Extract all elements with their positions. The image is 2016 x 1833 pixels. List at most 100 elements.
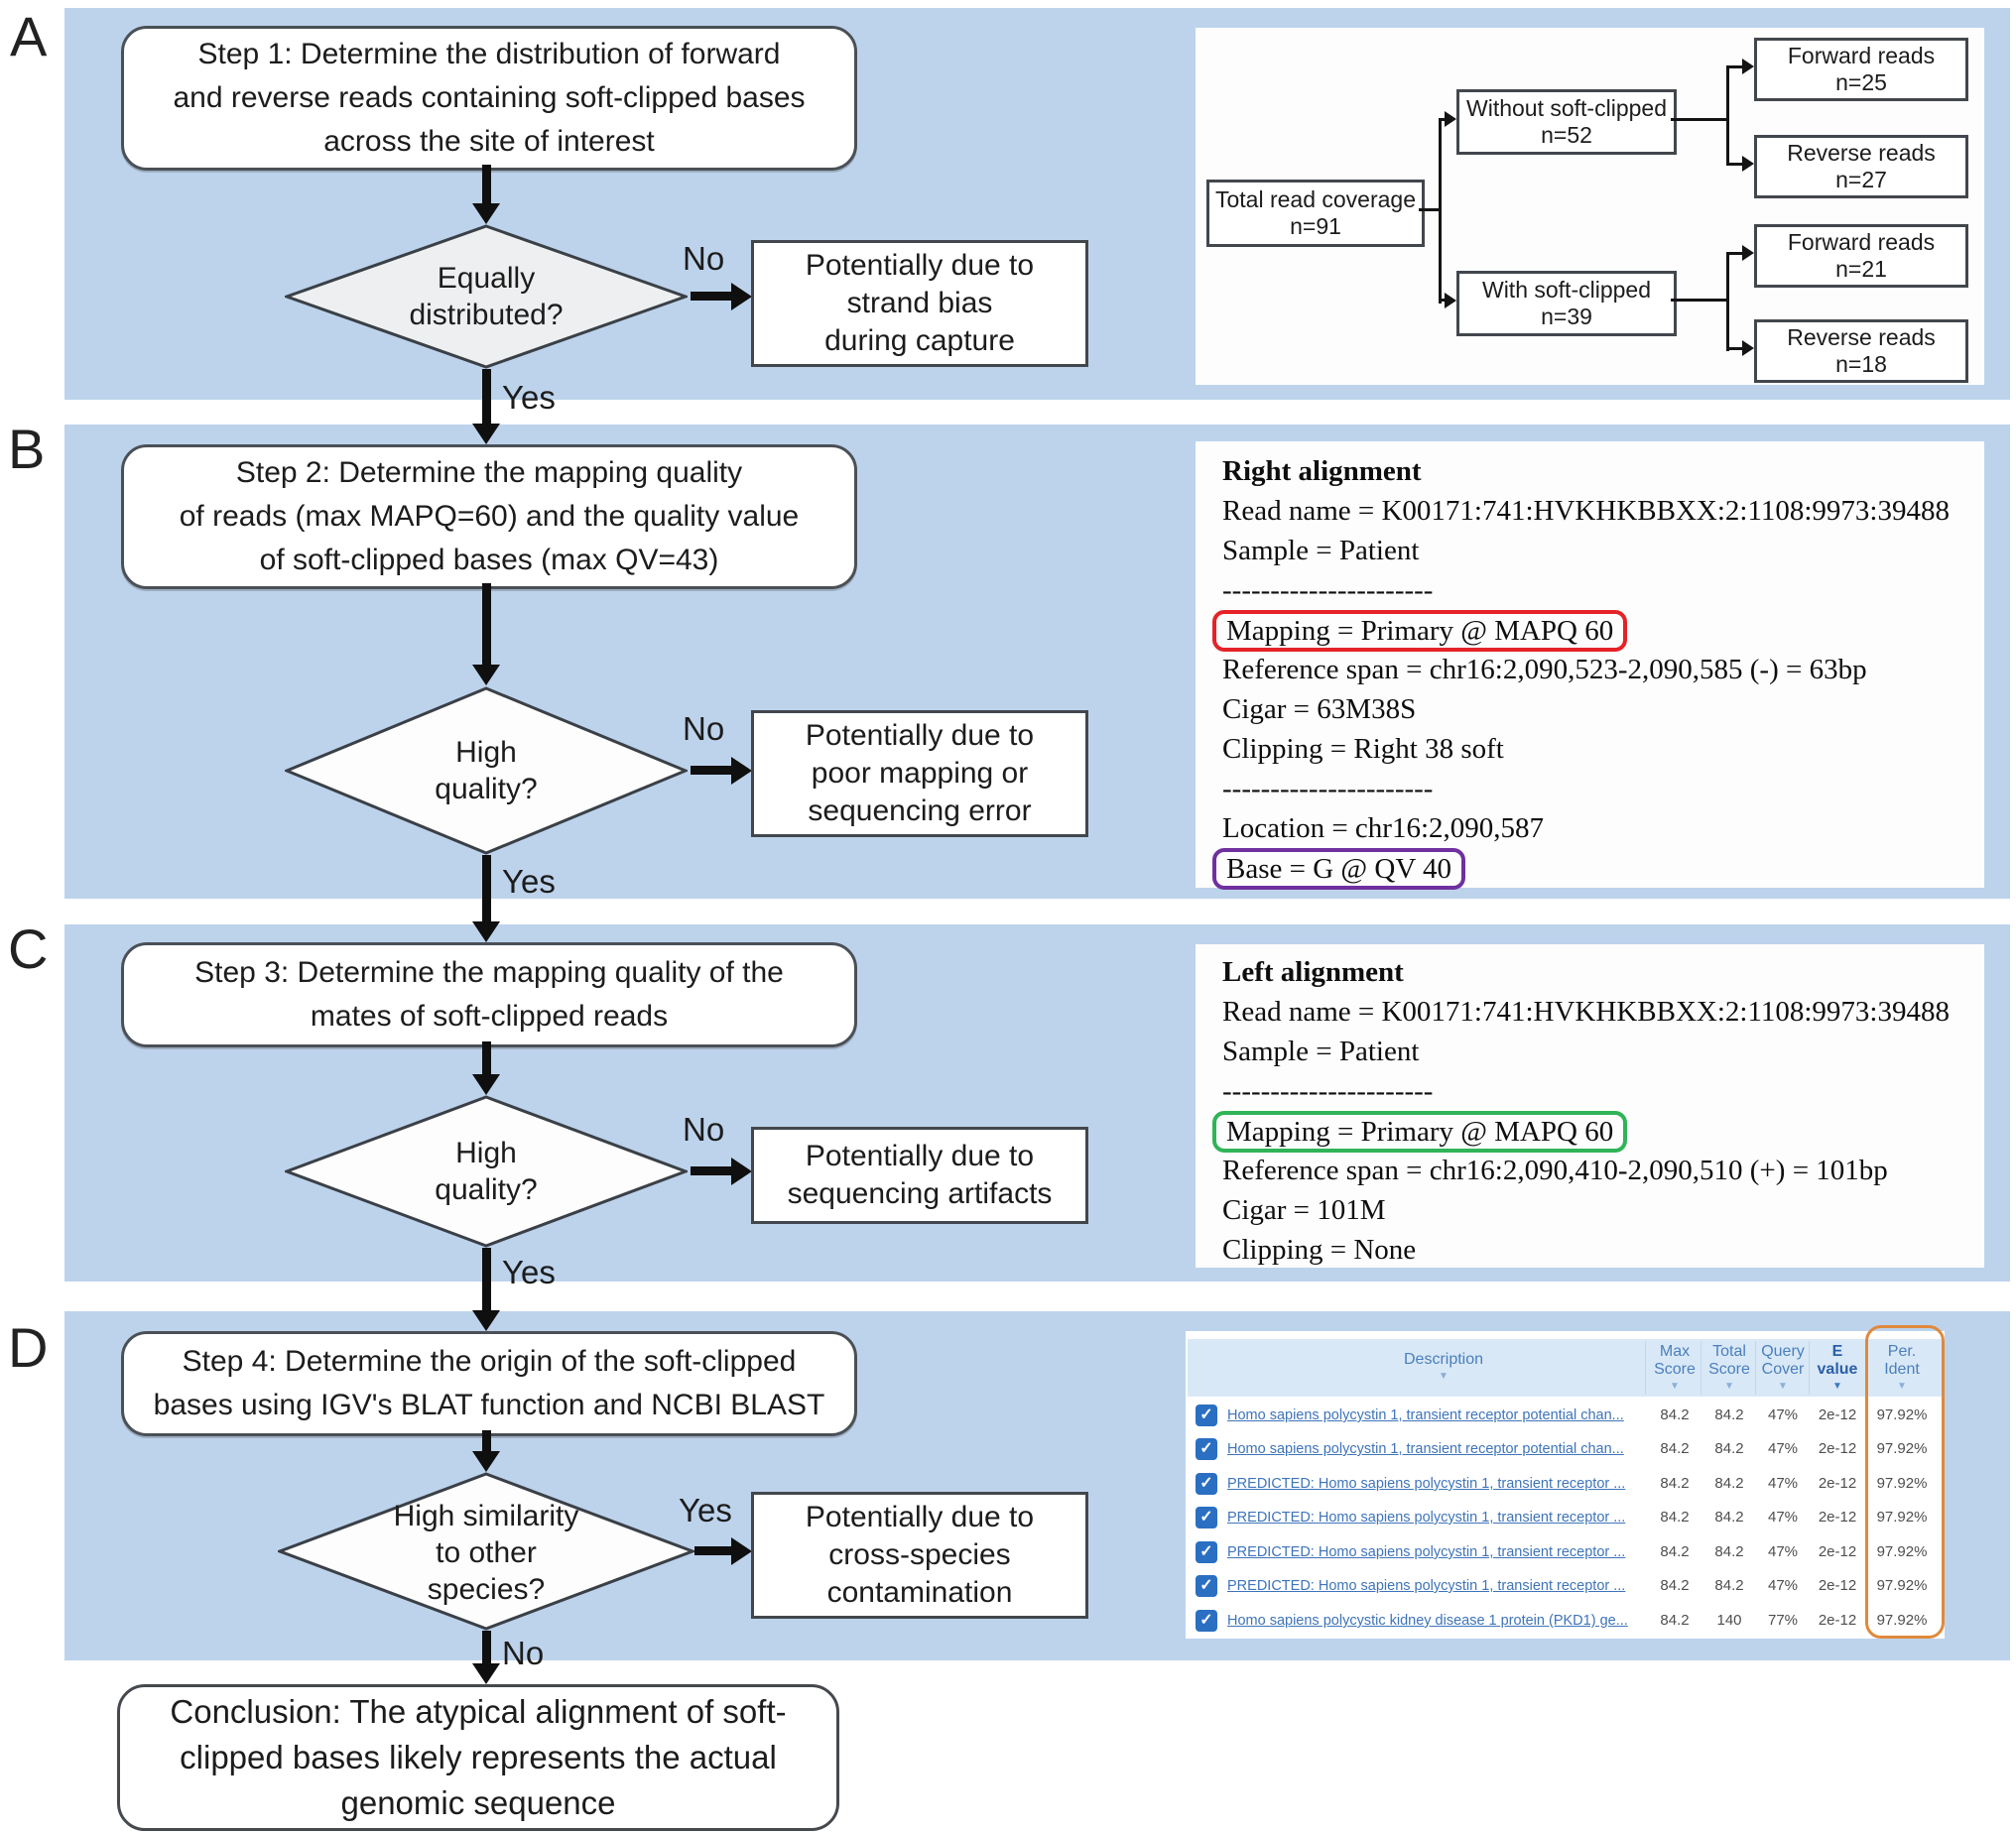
conclusion-box: Conclusion: The atypical alignment of so… xyxy=(117,1684,839,1831)
right-alignment-details: Right alignment Read name = K00171:741:H… xyxy=(1196,441,1984,890)
query-cover-value: 47% xyxy=(1767,1406,1799,1423)
row-checkbox[interactable]: ✓ xyxy=(1196,1405,1217,1426)
blast-hit-link[interactable]: PREDICTED: Homo sapiens polycystin 1, tr… xyxy=(1227,1476,1626,1492)
column-header-description[interactable]: Description ▼ xyxy=(1270,1351,1617,1383)
step2-line: of soft-clipped bases (max QV=43) xyxy=(259,544,719,576)
row-checkbox[interactable]: ✓ xyxy=(1196,1610,1217,1632)
column-header-query-cover[interactable]: Query Cover ▼ xyxy=(1756,1343,1810,1393)
query-cover-value: 47% xyxy=(1767,1543,1799,1560)
query-cover-value: 47% xyxy=(1767,1440,1799,1457)
decision-c-diamond xyxy=(285,1095,688,1248)
reference-span-line: Reference span = chr16:2,090,410-2,090,5… xyxy=(1222,1155,1888,1186)
branch-no-label: No xyxy=(683,240,725,277)
step4-box: Step 4: Determine the origin of the soft… xyxy=(121,1331,857,1436)
blast-table-header-row xyxy=(1188,1339,1943,1397)
decision-d-line: High similarity xyxy=(393,1499,579,1532)
decision-c-line: quality? xyxy=(435,1173,538,1206)
outcome-a-line: strand bias xyxy=(846,287,993,319)
base-line: Base = G @ QV 40 xyxy=(1212,848,1984,890)
blast-hit-link[interactable]: Homo sapiens polycystin 1, transient rec… xyxy=(1227,1407,1624,1423)
header-separator xyxy=(1755,1341,1756,1395)
cigar-line: Cigar = 101M xyxy=(1222,1194,1386,1226)
sort-descending-icon[interactable]: ▼ xyxy=(1439,1371,1449,1382)
outcome-b-line: poor mapping or xyxy=(811,757,1029,790)
blast-hit-link[interactable]: PREDICTED: Homo sapiens polycystin 1, tr… xyxy=(1227,1510,1626,1526)
reference-span-line: Reference span = chr16:2,090,523-2,090,5… xyxy=(1222,654,1867,685)
arrowhead-right-icon xyxy=(731,1537,752,1565)
step1-line: across the site of interest xyxy=(323,125,655,158)
sort-descending-icon[interactable]: ▼ xyxy=(1724,1381,1734,1392)
total-score-value: 84.2 xyxy=(1714,1509,1744,1526)
sort-descending-icon[interactable]: ▼ xyxy=(1670,1381,1680,1392)
blast-hit-link[interactable]: PREDICTED: Homo sapiens polycystin 1, tr… xyxy=(1227,1578,1626,1594)
conclusion-line: Conclusion: The atypical alignment of so… xyxy=(170,1693,787,1730)
panel-a-label: A xyxy=(10,5,48,67)
outcome-c-box: Potentially due to sequencing artifacts xyxy=(751,1127,1088,1224)
column-header-label: Description xyxy=(1403,1351,1484,1368)
per-ident-value: 97.92% xyxy=(1876,1440,1928,1457)
arrow-c-step-to-decision xyxy=(482,1041,491,1075)
column-header-max-score[interactable]: Max Score ▼ xyxy=(1647,1343,1702,1393)
arrow-b-yes xyxy=(482,855,491,922)
sort-descending-icon[interactable]: ▼ xyxy=(1897,1381,1907,1392)
mapq-highlight-red: Mapping = Primary @ MAPQ 60 xyxy=(1212,610,1628,652)
arrow-a-step-to-decision xyxy=(482,165,491,204)
clipping-line: Clipping = Right 38 soft xyxy=(1222,733,1504,765)
decision-a-diamond xyxy=(285,224,688,369)
arrowhead-down-icon xyxy=(472,1074,500,1095)
left-alignment-details: Left alignment Read name = K00171:741:HV… xyxy=(1196,944,1984,1268)
arrow-d-yes xyxy=(694,1546,731,1555)
mapping-line: Mapping = Primary @ MAPQ 60 xyxy=(1212,1111,1984,1153)
sort-descending-icon[interactable]: ▼ xyxy=(1778,1381,1788,1392)
tree-arrowhead-icon xyxy=(1742,156,1754,172)
sample-line: Sample = Patient xyxy=(1222,1036,1420,1067)
query-cover-value: 47% xyxy=(1767,1577,1799,1594)
column-header-label: Ident xyxy=(1884,1361,1920,1378)
column-header-total-score[interactable]: Total Score ▼ xyxy=(1702,1343,1756,1393)
max-score-value: 84.2 xyxy=(1660,1509,1690,1526)
arrowhead-down-icon xyxy=(472,921,500,942)
blast-hit-link[interactable]: PREDICTED: Homo sapiens polycystin 1, tr… xyxy=(1227,1544,1626,1560)
arrowhead-down-icon xyxy=(472,665,500,685)
tree-connector xyxy=(1726,252,1729,351)
blast-hit-link[interactable]: Homo sapiens polycystic kidney disease 1… xyxy=(1227,1613,1628,1629)
row-checkbox[interactable]: ✓ xyxy=(1196,1575,1217,1597)
conclusion-line: genomic sequence xyxy=(340,1784,616,1821)
tree-connector xyxy=(1671,118,1726,121)
tree-connector xyxy=(1729,65,1742,68)
panel-c-label: C xyxy=(8,917,49,980)
row-checkbox[interactable]: ✓ xyxy=(1196,1473,1217,1495)
max-score-value: 84.2 xyxy=(1660,1612,1690,1629)
column-header-label: Query xyxy=(1761,1343,1805,1360)
column-header-e-value[interactable]: E value ▼ xyxy=(1810,1343,1865,1393)
decision-c-line: High xyxy=(455,1137,517,1169)
outcome-a-box: Potentially due to strand bias during ca… xyxy=(751,240,1088,367)
tree-node-title: Forward reads xyxy=(1787,43,1936,68)
decision-d-text: High similarity to other species? xyxy=(337,1498,635,1607)
column-header-label: Max xyxy=(1659,1343,1691,1360)
blast-hit-link[interactable]: Homo sapiens polycystin 1, transient rec… xyxy=(1227,1441,1624,1457)
arrowhead-right-icon xyxy=(731,757,752,785)
per-ident-value: 97.92% xyxy=(1876,1612,1928,1629)
tree-node-count: n=91 xyxy=(1290,213,1341,239)
row-checkbox[interactable]: ✓ xyxy=(1196,1438,1217,1460)
row-checkbox[interactable]: ✓ xyxy=(1196,1507,1217,1528)
e-value: 2e-12 xyxy=(1818,1406,1857,1423)
arrow-d-step-to-decision xyxy=(482,1430,491,1452)
per-ident-value: 97.92% xyxy=(1876,1577,1928,1594)
row-checkbox[interactable]: ✓ xyxy=(1196,1541,1217,1563)
decision-d-diamond xyxy=(278,1472,694,1631)
outcome-b-box: Potentially due to poor mapping or seque… xyxy=(751,710,1088,837)
arrow-a-yes xyxy=(482,369,491,425)
arrowhead-right-icon xyxy=(731,1158,752,1185)
tree-node-count: n=18 xyxy=(1835,351,1887,377)
tree-arrowhead-icon xyxy=(1445,111,1456,127)
decision-b-diamond xyxy=(285,686,688,855)
total-score-value: 84.2 xyxy=(1714,1577,1744,1594)
column-header-label: Score xyxy=(1708,1361,1750,1378)
column-header-per-ident[interactable]: Per. Ident ▼ xyxy=(1869,1343,1935,1393)
arrow-c-yes xyxy=(482,1248,491,1311)
sort-descending-icon[interactable]: ▼ xyxy=(1832,1381,1842,1392)
arrowhead-down-icon xyxy=(472,1451,500,1472)
tree-connector xyxy=(1671,299,1726,302)
